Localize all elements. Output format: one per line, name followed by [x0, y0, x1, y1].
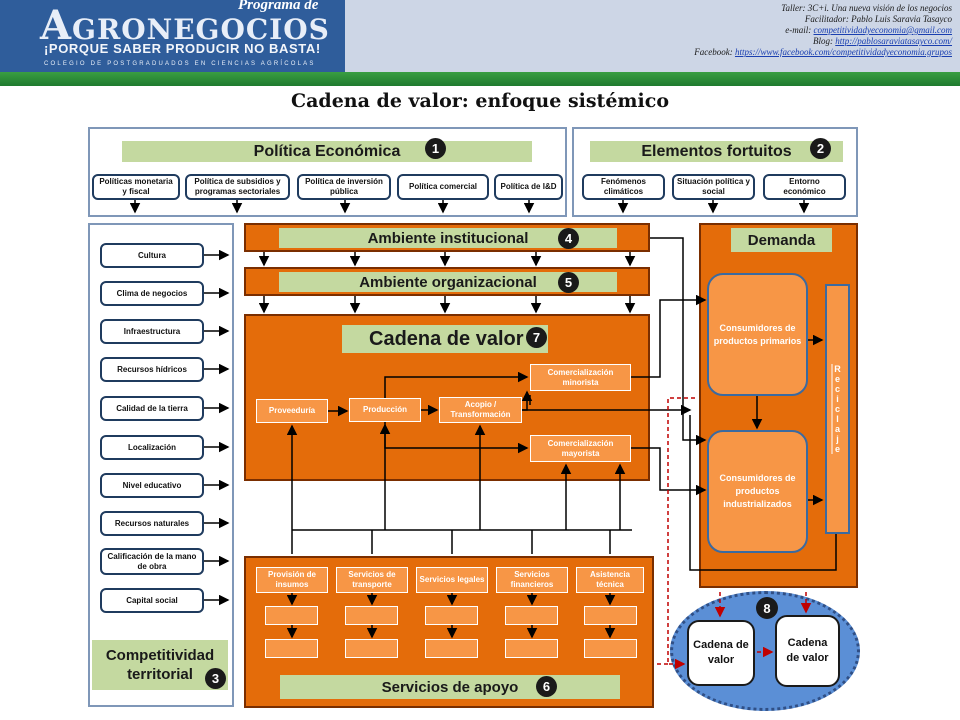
- agronegocios-logo-banner: AGRONEGOCIOS Programa de ¡PORQUE SABER P…: [0, 0, 345, 72]
- apoyo-item-3: Servicios legales: [416, 567, 488, 593]
- apoyo-subitem: [505, 606, 558, 625]
- info-taller: Taller: 3C+i. Una nueva visión de los ne…: [781, 3, 952, 13]
- blog-link[interactable]: http://pablosaraviatasayco.com/: [835, 36, 952, 46]
- badge-7: 7: [526, 327, 547, 348]
- acopio-transformacion-node: Acopio / Transformación: [439, 397, 522, 423]
- territorial-item-3: Infraestructura: [100, 319, 204, 344]
- header-green-bar: [0, 72, 960, 86]
- page-title: Cadena de valor: enfoque sistémico: [290, 90, 669, 112]
- consumidores-industrializados-node: Consumidores de productos industrializad…: [707, 430, 808, 553]
- apoyo-subitem: [265, 639, 318, 658]
- info-facilitador: Facilitador: Pablo Luis Saravia Tasayco: [804, 14, 952, 24]
- reciclaje-node: Reciclaje: [825, 284, 850, 534]
- fortuito-item-1: Fenómenos climáticos: [582, 174, 665, 200]
- proveeduria-node: Proveeduría: [256, 399, 328, 423]
- servicios-de-apoyo-title: Servicios de apoyo: [280, 675, 620, 699]
- territorial-item-2: Clima de negocios: [100, 281, 204, 306]
- politica-item-2: Política de subsidios y programas sector…: [185, 174, 290, 200]
- territorial-item-4: Recursos hídricos: [100, 357, 204, 382]
- ambiente-institucional-title: Ambiente institucional: [279, 228, 617, 248]
- cadena-de-valor-title: Cadena de valor: [342, 325, 548, 353]
- apoyo-subitem: [584, 639, 637, 658]
- territorial-item-8: Recursos naturales: [100, 511, 204, 536]
- politica-item-4: Política comercial: [397, 174, 489, 200]
- apoyo-item-1: Provisión de insumos: [256, 567, 328, 593]
- badge-1: 1: [425, 138, 446, 159]
- logo-programa: Programa de: [238, 0, 319, 13]
- badge-2: 2: [810, 138, 831, 159]
- cadena-de-valor-left-node: Cadena de valor: [687, 620, 755, 686]
- comercializacion-mayorista-node: Comercialización mayorista: [530, 435, 631, 462]
- territorial-item-1: Cultura: [100, 243, 204, 268]
- badge-6: 6: [536, 676, 557, 697]
- fortuito-item-3: Entorno económico: [763, 174, 846, 200]
- facebook-link[interactable]: https://www.facebook.com/competitividady…: [734, 47, 952, 57]
- demanda-title: Demanda: [731, 228, 832, 252]
- comercializacion-minorista-node: Comercialización minorista: [530, 364, 631, 391]
- apoyo-subitem: [345, 606, 398, 625]
- email-link[interactable]: competitividadyeconomia@gmail.com: [813, 25, 953, 35]
- header-strip: [345, 0, 960, 72]
- apoyo-subitem: [345, 639, 398, 658]
- politica-item-3: Política de inversión pública: [297, 174, 391, 200]
- politica-item-5: Política de I&D: [494, 174, 563, 200]
- produccion-node: Producción: [349, 398, 421, 422]
- territorial-item-6: Localización: [100, 435, 204, 460]
- apoyo-subitem: [425, 639, 478, 658]
- ambiente-organizacional-title: Ambiente organizacional: [279, 272, 617, 292]
- badge-8: 8: [756, 597, 778, 619]
- territorial-item-7: Nivel educativo: [100, 473, 204, 498]
- apoyo-item-2: Servicios de transporte: [336, 567, 408, 593]
- territorial-item-9: Calificación de la mano de obra: [100, 548, 204, 575]
- header-info: Taller: 3C+i. Una nueva visión de los ne…: [352, 3, 952, 58]
- territorial-item-5: Calidad de la tierra: [100, 396, 204, 421]
- logo-wordmark: AGRONEGOCIOS: [40, 2, 330, 49]
- logo-slogan: ¡PORQUE SABER PRODUCIR NO BASTA!: [44, 41, 321, 56]
- badge-5: 5: [558, 272, 579, 293]
- fortuito-item-2: Situación política y social: [672, 174, 755, 200]
- politica-item-1: Políticas monetaria y fiscal: [92, 174, 180, 200]
- apoyo-subitem: [505, 639, 558, 658]
- elementos-fortuitos-title: Elementos fortuitos: [590, 141, 843, 162]
- apoyo-subitem: [425, 606, 478, 625]
- consumidores-primarios-node: Consumidores de productos primarios: [707, 273, 808, 396]
- badge-4: 4: [558, 228, 579, 249]
- apoyo-item-5: Asistencia técnica: [576, 567, 644, 593]
- territorial-item-10: Capital social: [100, 588, 204, 613]
- cadena-de-valor-right-node: Cadena de valor: [775, 615, 840, 687]
- apoyo-subitem: [265, 606, 318, 625]
- badge-3: 3: [205, 668, 226, 689]
- apoyo-item-4: Servicios financieros: [496, 567, 568, 593]
- logo-colegio: COLEGIO DE POSTGRADUADOS EN CIENCIAS AGR…: [44, 61, 316, 67]
- apoyo-subitem: [584, 606, 637, 625]
